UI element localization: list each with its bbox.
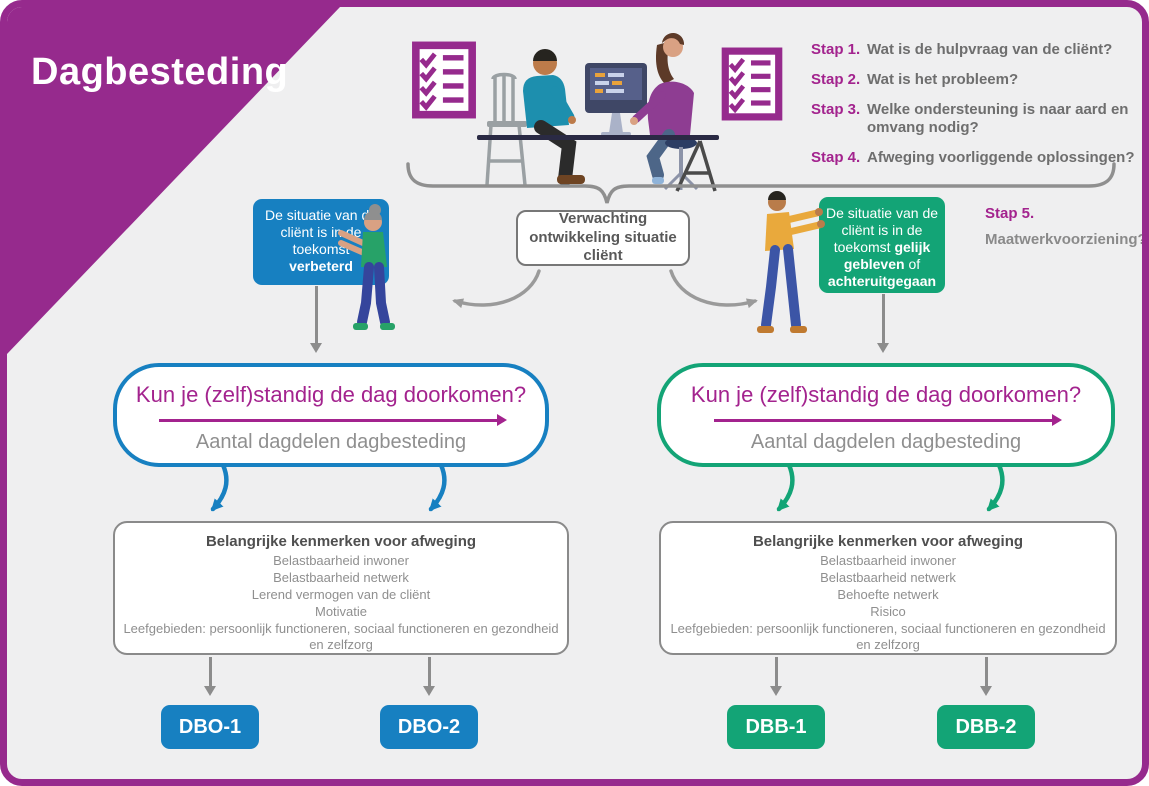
expectation-text: Verwachting ontwikkeling situatie cliënt bbox=[529, 209, 677, 265]
curly-brace bbox=[406, 162, 1116, 204]
question-bubble-left: Kun je (zelf)standig de dag doorkomen? A… bbox=[113, 363, 549, 467]
kenmerken-item: Belastbaarheid inwoner bbox=[273, 553, 409, 568]
callout-same-bold2: achteruitgegaan bbox=[827, 273, 937, 290]
question-arrow bbox=[713, 415, 1062, 426]
step-5-block: Stap 5. Maatwerkvoorziening? bbox=[985, 205, 1147, 248]
step-row-2: Stap 2. Wat is het probleem? bbox=[811, 70, 1142, 90]
curved-arrow-right bbox=[669, 269, 758, 309]
outcome-dbo2: DBO-2 bbox=[380, 705, 478, 749]
callout-improved-bold: verbeterd bbox=[289, 258, 353, 275]
steps-list: Stap 1. Wat is de hulpvraag van de cliën… bbox=[811, 41, 1142, 168]
arrow-to-dbo1 bbox=[204, 657, 216, 696]
callout-same-mid: of bbox=[908, 256, 921, 273]
step-5-label: Stap 5. bbox=[985, 205, 1035, 222]
callout-same-bold1: gelijk gebleven bbox=[843, 239, 931, 273]
kenmerken-item: Lerend vermogen van de cliënt bbox=[251, 586, 431, 602]
question-title: Kun je (zelf)standig de dag doorkomen? bbox=[135, 382, 527, 407]
step-4-label: Stap 4. bbox=[811, 149, 861, 166]
step-1-label: Stap 1. bbox=[811, 41, 861, 58]
question-arrow bbox=[158, 415, 507, 426]
outcome-dbo1: DBO-1 bbox=[161, 705, 259, 749]
checklist-icon bbox=[412, 41, 476, 119]
arrow-to-dbb1 bbox=[770, 657, 782, 696]
kenmerken-item: Belastbaarheid netwerk bbox=[820, 569, 956, 585]
page-title: Dagbesteding bbox=[31, 51, 289, 93]
checklist-icon bbox=[721, 47, 783, 121]
kenmerken-title: Belangrijke kenmerken voor afweging bbox=[205, 533, 477, 550]
question-bubble-right: Kun je (zelf)standig de dag doorkomen? A… bbox=[657, 363, 1115, 467]
kenmerken-item: Leefgebieden: persoonlijk functioneren, … bbox=[670, 620, 1106, 653]
arrow-to-dbb2 bbox=[980, 657, 992, 696]
standing-woman-illustration bbox=[338, 204, 395, 330]
kenmerken-item: Belastbaarheid netwerk bbox=[273, 569, 409, 585]
step-4-text: Afweging voorliggende oplossingen? bbox=[867, 149, 1135, 166]
kenmerken-box-right: Belangrijke kenmerken voor afweging Bela… bbox=[659, 521, 1117, 655]
callout-improved-text: De situatie van de cliënt is in de toeko… bbox=[264, 207, 378, 258]
kenmerken-title: Belangrijke kenmerken voor afweging bbox=[752, 533, 1024, 550]
people-at-desk-illustration bbox=[477, 32, 719, 192]
arrow-same-to-question bbox=[877, 294, 889, 353]
step-row-3: Stap 3. Welke ondersteuning is naar aard… bbox=[811, 100, 1142, 139]
kenmerken-item: Motivatie bbox=[314, 603, 368, 619]
question-title: Kun je (zelf)standig de dag doorkomen? bbox=[690, 382, 1082, 407]
step-5-text: Maatwerkvoorziening? bbox=[985, 231, 1147, 248]
arrow-improved-to-question bbox=[310, 286, 322, 353]
question-subtitle: Aantal dagdelen dagbesteding bbox=[195, 430, 467, 453]
step-row-4: Stap 4. Afweging voorliggende oplossinge… bbox=[811, 149, 1142, 168]
kenmerken-item: Belastbaarheid inwoner bbox=[820, 553, 956, 568]
kenmerken-box-left: Belangrijke kenmerken voor afweging Bela… bbox=[113, 521, 569, 655]
callout-same-text: De situatie van de cliënt is in de toeko… bbox=[825, 205, 939, 256]
step-3-label: Stap 3. bbox=[811, 100, 861, 118]
step-1-text: Wat is de hulpvraag van de cliënt? bbox=[867, 41, 1113, 58]
callout-same-or-worse: De situatie van de cliënt is in de toeko… bbox=[819, 197, 945, 293]
standing-man-illustration bbox=[757, 191, 825, 333]
hook-arrow-blue bbox=[210, 463, 229, 512]
arrow-to-dbo2 bbox=[423, 657, 435, 696]
kenmerken-item: Behoefte netwerk bbox=[837, 586, 939, 602]
step-2-label: Stap 2. bbox=[811, 70, 861, 88]
kenmerken-item: Leefgebieden: persoonlijk functioneren, … bbox=[123, 620, 559, 653]
question-subtitle: Aantal dagdelen dagbesteding bbox=[750, 430, 1022, 453]
expectation-box: Verwachting ontwikkeling situatie cliënt bbox=[516, 210, 690, 266]
outcome-dbb2: DBB-2 bbox=[937, 705, 1035, 749]
curved-arrow-left bbox=[452, 269, 541, 309]
step-row-1: Stap 1. Wat is de hulpvraag van de cliën… bbox=[811, 41, 1142, 60]
hook-arrow-blue bbox=[428, 463, 447, 512]
hook-arrow-green bbox=[986, 463, 1005, 512]
outcome-dbb1: DBB-1 bbox=[727, 705, 825, 749]
kenmerken-item: Risico bbox=[870, 603, 906, 619]
hook-arrow-green bbox=[776, 463, 795, 512]
step-2-text: Wat is het probleem? bbox=[867, 70, 1019, 88]
corner-triangle bbox=[7, 7, 340, 354]
step-3-text: Welke ondersteuning is naar aard en omva… bbox=[867, 100, 1129, 137]
